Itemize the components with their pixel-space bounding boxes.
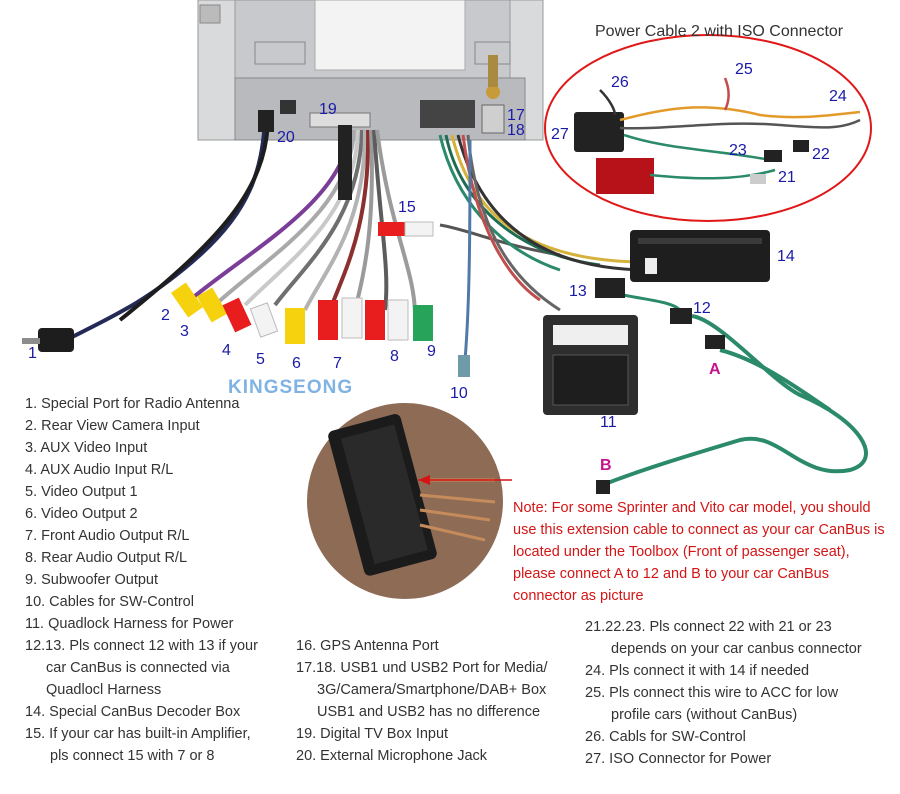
legend-item: 1. Special Port for Radio Antenna xyxy=(25,396,240,412)
antenna-cable xyxy=(22,110,274,352)
legend-item: 15. If your car has built-in Amplifier, xyxy=(25,726,251,742)
extension-cable xyxy=(596,308,868,494)
label-9: 9 xyxy=(427,343,436,360)
legend-item: 3G/Camera/Smartphone/DAB+ Box xyxy=(317,682,547,698)
label-15: 15 xyxy=(398,199,416,216)
connector-photo-inset xyxy=(305,401,505,601)
sw-control-plug xyxy=(458,355,470,377)
legend-item: pls connect 15 with 7 or 8 xyxy=(50,748,215,764)
head-unit xyxy=(197,0,544,141)
legend-item: 10. Cables for SW-Control xyxy=(25,594,194,610)
label-18: 18 xyxy=(507,122,525,139)
rca-wire-bundle xyxy=(188,125,417,316)
legend-item: 21.22.23. Pls connect 22 with 21 or 23 xyxy=(585,619,832,635)
label-26: 26 xyxy=(611,74,629,91)
label-A: A xyxy=(709,361,721,378)
legend-item: 7. Front Audio Output R/L xyxy=(25,528,190,544)
legend-item: 12.13. Pls connect 12 with 13 if your xyxy=(25,638,258,654)
label-23: 23 xyxy=(729,142,747,159)
legend-item: depends on your car canbus connector xyxy=(611,641,862,657)
legend-item: 5. Video Output 1 xyxy=(25,484,138,500)
label-12: 12 xyxy=(693,300,711,317)
legend-item: car CanBus is connected via xyxy=(46,660,230,676)
quadlock-connector xyxy=(543,315,638,415)
legend-item: 17.18. USB1 und USB2 Port for Media/ xyxy=(296,660,548,676)
legend-item: 14. Special CanBus Decoder Box xyxy=(25,704,241,720)
label-19: 19 xyxy=(319,101,337,118)
legend-item: 3. AUX Video Input xyxy=(25,440,148,456)
legend-item: 4. AUX Audio Input R/L xyxy=(25,462,174,478)
note-pointer-arrow xyxy=(418,475,430,485)
label-4: 4 xyxy=(222,342,231,359)
label-2: 2 xyxy=(161,307,170,324)
legend-item: Quadlocl Harness xyxy=(46,682,162,698)
label-7: 7 xyxy=(333,355,342,372)
label-21: 21 xyxy=(778,169,796,186)
legend-item: 11. Quadlock Harness for Power xyxy=(25,616,234,632)
legend-item: 2. Rear View Camera Input xyxy=(25,418,200,434)
label-13: 13 xyxy=(569,283,587,300)
legend-item: 24. Pls connect it with 14 if needed xyxy=(585,663,810,679)
sprinter-vito-note: Note: For some Sprinter and Vito car mod… xyxy=(513,500,885,604)
label-25: 25 xyxy=(735,61,753,78)
canbus-decoder-box xyxy=(630,230,770,282)
connector-13 xyxy=(595,278,625,298)
power-wire-bundle xyxy=(438,134,682,361)
legend-item: 6. Video Output 2 xyxy=(25,506,138,522)
power-cable-title: Power Cable 2 with ISO Connector xyxy=(595,23,844,40)
legend-item: 8. Rear Audio Output R/L xyxy=(25,550,188,566)
legend-item: 16. GPS Antenna Port xyxy=(296,638,439,654)
legend-item: 26. Cabls for SW-Control xyxy=(585,729,746,745)
label-11: 11 xyxy=(600,414,617,431)
label-6: 6 xyxy=(292,355,301,372)
label-27: 27 xyxy=(551,126,569,143)
legend-item: USB1 and USB2 has no difference xyxy=(317,704,541,720)
legend-item: 9. Subwoofer Output xyxy=(25,572,158,588)
label-5: 5 xyxy=(256,351,265,368)
power-cable-2 xyxy=(544,34,872,222)
legend-item: 19. Digital TV Box Input xyxy=(296,726,449,742)
rca-plugs xyxy=(171,282,433,344)
legend-item: 20. External Microphone Jack xyxy=(296,748,488,764)
label-10: 10 xyxy=(450,385,468,402)
label-B: B xyxy=(600,457,612,474)
legend-item: profile cars (without CanBus) xyxy=(611,707,798,723)
legend-item: 27. ISO Connector for Power xyxy=(585,751,772,767)
amp-cable xyxy=(378,221,561,257)
label-8: 8 xyxy=(390,348,399,365)
legend-item: 25. Pls connect this wire to ACC for low xyxy=(585,685,839,701)
label-24: 24 xyxy=(829,88,847,105)
brand-watermark: KINGSEONG xyxy=(228,377,354,398)
label-14: 14 xyxy=(777,248,795,265)
label-1: 1 xyxy=(28,345,37,362)
label-3: 3 xyxy=(180,323,189,340)
label-20: 20 xyxy=(277,129,295,146)
label-17: 17 xyxy=(507,107,525,124)
label-22: 22 xyxy=(812,146,830,163)
